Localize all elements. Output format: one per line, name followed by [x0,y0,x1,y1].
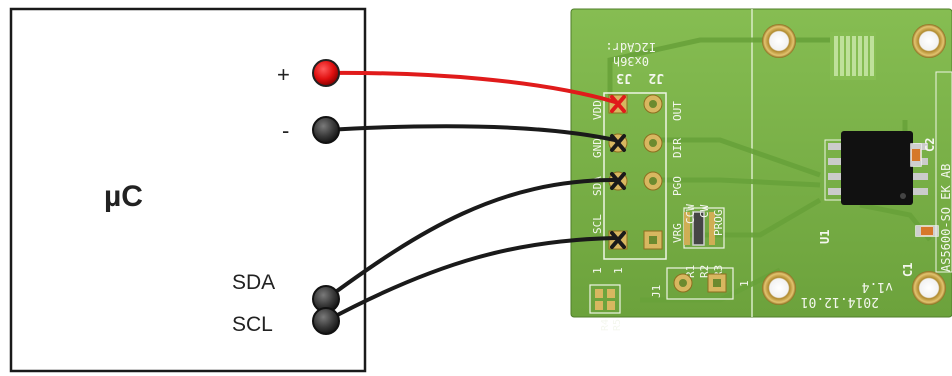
mounting-hole-bottom-right [912,271,946,305]
board-date: 2014.12.01 [801,294,879,309]
wire-gnd [324,124,617,142]
header-outline [603,92,667,260]
j2-pin-dir: DIR [671,138,684,158]
wire-scl [324,236,617,323]
solder-x-marks [610,95,626,249]
resistor-array: CCW CW PROG R1 R2 R3 [683,204,725,278]
microcontroller-title: µC [104,180,143,213]
label-j1-pin1: 1 [738,280,751,287]
j3-pin-vdd: VDD [591,100,604,120]
resistor-r2 [692,211,705,246]
sensor-board: I2CAdr: 0x36h J3 J2 VDD GND SDA SCL 1 OU… [570,8,952,331]
jumper-j1: J1 1 [650,267,751,300]
wire-vdd [324,70,617,104]
chip-u1-body [841,131,913,205]
pin-label-minus: - [282,118,289,143]
microcontroller: µC + - SDA SCL [9,7,367,373]
j3-pin-scl: SCL [591,214,604,234]
j2-pin-pgo: PGO [671,176,684,196]
label-c1: C1 [901,263,915,277]
label-u1: U1 [818,230,832,244]
header-j2-label: J2 [648,70,664,85]
j2-pin1-marker: 1 [612,267,625,274]
label-r4: R4 [600,319,611,331]
vendor-logo [830,32,876,80]
i2c-label: I2CAdr: [605,40,656,54]
j2-pads [643,94,663,250]
pin-label-plus: + [277,62,290,87]
wire-sda [324,178,617,301]
pin-label-scl: SCL [232,313,273,336]
j2-pin-vrg: VRG [671,223,684,243]
terminal-plus [312,59,340,87]
i2c-address-label: I2CAdr: 0x36h [605,40,656,68]
terminal-scl [312,307,340,335]
resistor-r4-r5: R4 R5 [589,284,623,331]
j3-pin-gnd: GND [591,138,604,158]
j2-pin-out: OUT [671,101,684,121]
wires [324,70,617,323]
board-version: v1.4 [862,279,893,294]
label-cw: CW [698,204,711,218]
capacitors: C2 C1 [901,138,939,277]
label-j1: J1 [650,285,663,298]
mcu-terminals [312,59,340,335]
board-part-number: AS5600-SO_EK_AB [939,164,952,272]
label-r5: R5 [612,319,623,331]
i2c-address: 0x36h [613,54,649,68]
mounting-hole-bottom-left [762,271,796,305]
mounting-hole-top-left [762,24,796,58]
terminal-minus [312,116,340,144]
label-c2: C2 [923,138,937,152]
pin-label-sda: SDA [232,271,275,294]
j3-pin1-marker: 1 [591,267,604,274]
microcontroller-body [9,7,367,373]
j3-pin-labels: VDD GND SDA SCL 1 [591,100,604,274]
mounting-hole-top-right [912,24,946,58]
label-ccw: CCW [684,204,697,224]
header-j3-label: J3 [616,70,632,85]
j2-pin-labels: OUT DIR PGO VRG 1 [612,101,684,274]
label-prog: PROG [712,210,725,237]
